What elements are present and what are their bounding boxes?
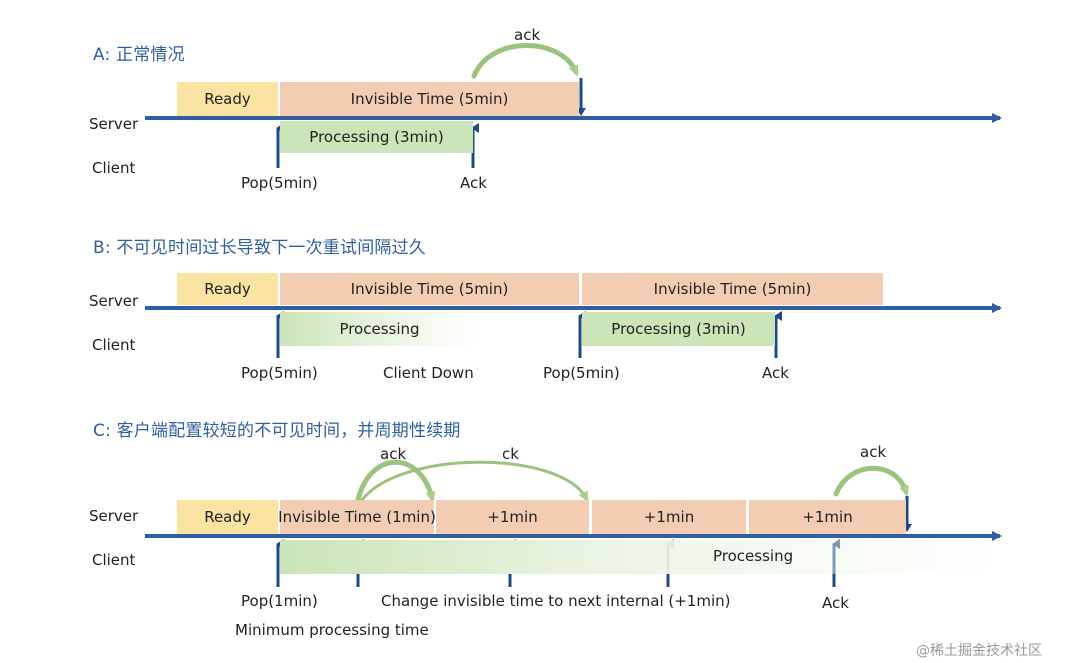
section-c-server-label: Server [89, 507, 139, 525]
section-c-client-label: Client [92, 551, 136, 569]
section-b-pop-label-1: Pop(5min) [241, 364, 318, 382]
section-c-ack-label: Ack [822, 594, 849, 612]
section-b-invisible-block-2: Invisible Time (5min) [582, 273, 883, 305]
section-c-ack-arc-3 [833, 465, 909, 497]
section-c-ack-arc-label-2: ck [502, 445, 519, 463]
section-c-renew-block-3: +1min [749, 500, 906, 534]
section-a-ack-arc [471, 43, 579, 79]
section-c-ack-arc-2 [360, 460, 589, 503]
section-b-client-down-label: Client Down [383, 364, 474, 382]
section-c-pop-label: Pop(1min) [241, 592, 318, 610]
section-a-client-label: Client [92, 159, 136, 177]
section-c-renew-block-2: +1min [592, 500, 746, 534]
section-c-ack-arc-label-3: ack [860, 443, 887, 461]
section-b-title: B: 不可见时间过长导致下一次重试间隔过久 [93, 238, 426, 258]
watermark: @稀土掘金技术社区 [916, 643, 1042, 659]
section-a-ack-label: Ack [460, 174, 487, 192]
section-c-processing-label: Processing [713, 547, 794, 565]
section-c-ack-arc-1 [355, 459, 436, 503]
section-c-ack-arc-label-1: ack [380, 445, 407, 463]
section-c-title: C: 客户端配置较短的不可见时间，并周期性续期 [93, 421, 461, 441]
section-b-client-label: Client [92, 336, 136, 354]
section-c-renew-block-1: +1min [436, 500, 589, 534]
section-c-change-label: Change invisible time to next internal (… [381, 592, 731, 610]
section-c-invisible-block: Invisible Time (1min) [278, 500, 436, 534]
section-a-ready-block: Ready [177, 82, 278, 116]
section-c-ready-block: Ready [177, 500, 278, 534]
section-a-server-label: Server [89, 115, 139, 133]
section-a-invisible-block: Invisible Time (5min) [280, 82, 579, 116]
section-c-processing-block [280, 540, 1000, 574]
section-a-ack-arc-label: ack [514, 26, 541, 44]
section-b-processing-block-1: Processing [280, 312, 479, 346]
section-b-pop-label-2: Pop(5min) [543, 364, 620, 382]
section-b-ready-block: Ready [177, 273, 278, 305]
section-c-min-processing-label: Minimum processing time [235, 621, 429, 639]
section-a-pop-label: Pop(5min) [241, 174, 318, 192]
section-a-title: A: 正常情况 [93, 45, 185, 65]
section-b-ack-label: Ack [762, 364, 789, 382]
section-a-processing-block: Processing (3min) [280, 121, 473, 153]
section-b-processing-block-2: Processing (3min) [582, 312, 775, 346]
section-b-server-label: Server [89, 292, 139, 310]
section-b-invisible-block-1: Invisible Time (5min) [280, 273, 579, 305]
